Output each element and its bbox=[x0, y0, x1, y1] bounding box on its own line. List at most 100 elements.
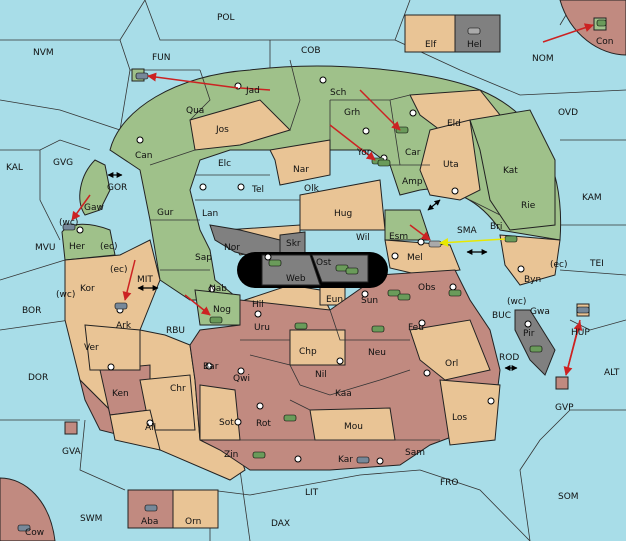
label-pir: Pir bbox=[523, 329, 535, 339]
label-sma: SMA bbox=[457, 226, 477, 236]
label-kaa: Kaa bbox=[335, 389, 352, 399]
label-nor: Nor bbox=[224, 243, 240, 253]
label-rod: ROD bbox=[499, 353, 519, 363]
label-qwi: Qwi bbox=[233, 374, 250, 384]
label-ark: Ark bbox=[116, 321, 132, 331]
label-can: Can bbox=[135, 151, 153, 161]
label-esm: Esm bbox=[389, 232, 408, 242]
label-gaw: Gaw bbox=[84, 203, 104, 213]
label-hil: Hil bbox=[252, 300, 264, 310]
label-obs: Obs bbox=[418, 283, 436, 293]
label-rie: Rie bbox=[521, 201, 536, 211]
label-orl: Orl bbox=[445, 359, 458, 369]
label-gor: GOR bbox=[107, 183, 127, 193]
label-lan: Lan bbox=[202, 209, 218, 219]
label-orn: Orn bbox=[185, 517, 201, 527]
label-ver: Ver bbox=[84, 343, 99, 353]
label-hug: Hug bbox=[334, 209, 352, 219]
label-tel: Tel bbox=[251, 185, 264, 195]
label-rbu: RBU bbox=[166, 326, 185, 336]
label-jad: Jad bbox=[245, 86, 260, 96]
coast-labels: (wc) (ec) (ec) (wc) (ec) (wc) bbox=[56, 218, 568, 307]
label-uta: Uta bbox=[443, 160, 459, 170]
label-ovd: OVD bbox=[558, 108, 578, 118]
label-dor: DOR bbox=[28, 373, 48, 383]
label-nil: Nil bbox=[315, 370, 327, 380]
label-nar: Nar bbox=[293, 165, 309, 175]
label-los: Los bbox=[452, 413, 467, 423]
support-arrow bbox=[439, 238, 506, 247]
label-byn: Byn bbox=[524, 275, 541, 285]
label-eun: Eun bbox=[326, 295, 343, 305]
label-bor: BOR bbox=[22, 306, 41, 316]
label-grh: Grh bbox=[344, 108, 360, 118]
label-feu: Feu bbox=[408, 323, 424, 333]
label-nom: NOM bbox=[532, 54, 554, 64]
label-chp: Chp bbox=[299, 347, 317, 357]
label-gvg: GVG bbox=[53, 158, 73, 168]
label-hel: Hel bbox=[467, 40, 482, 50]
label-eld: Eld bbox=[447, 119, 461, 129]
label-buc: BUC bbox=[492, 311, 511, 321]
label-skr: Skr bbox=[286, 239, 301, 249]
label-con: Con bbox=[596, 37, 614, 47]
label-aba: Aba bbox=[141, 517, 158, 527]
label-yor: Yor bbox=[356, 148, 371, 158]
label-tei: TEI bbox=[589, 259, 604, 269]
label-pol: POL bbox=[217, 13, 235, 23]
label-wc-gaw: (wc) bbox=[59, 218, 78, 228]
label-chr: Chr bbox=[170, 384, 186, 394]
label-swm: SWM bbox=[80, 514, 102, 524]
label-mel: Mel bbox=[407, 253, 423, 263]
label-ken: Ken bbox=[112, 389, 129, 399]
label-zin: Zin bbox=[224, 450, 238, 460]
label-bri: Bri bbox=[490, 222, 502, 232]
label-nab: Nab bbox=[209, 284, 227, 294]
label-ail: Ail bbox=[145, 423, 156, 433]
label-uru: Uru bbox=[254, 323, 270, 333]
label-qua: Qua bbox=[186, 106, 204, 116]
label-sch: Sch bbox=[330, 88, 346, 98]
label-sot: Sot bbox=[219, 418, 234, 428]
label-elc: Elc bbox=[218, 159, 231, 169]
label-hup: HUP bbox=[571, 328, 590, 338]
label-mit: MIT bbox=[137, 275, 153, 285]
sea-labels: POL NVM FUN COB NOM OVD KAL GVG KAM GOR … bbox=[6, 13, 620, 529]
label-web: Web bbox=[286, 274, 306, 284]
order-arrows bbox=[71, 23, 594, 376]
label-gva: GVA bbox=[62, 447, 82, 457]
label-lit: LIT bbox=[305, 488, 319, 498]
label-kam: KAM bbox=[582, 193, 602, 203]
inner-borders bbox=[149, 59, 501, 441]
label-wc-gwa: (wc) bbox=[507, 297, 526, 307]
label-wc-kor: (wc) bbox=[56, 290, 75, 300]
label-alt: ALT bbox=[604, 368, 620, 378]
canal-markers bbox=[107, 172, 518, 371]
label-ec-her: (ec) bbox=[100, 242, 118, 252]
label-cow: Cow bbox=[25, 528, 44, 538]
label-sam: Sam bbox=[405, 448, 425, 458]
label-kar: Kar bbox=[338, 455, 353, 465]
label-gwa: Gwa bbox=[530, 307, 550, 317]
label-ost: Ost bbox=[316, 258, 332, 268]
label-gvp: GVP bbox=[555, 403, 574, 413]
label-car: Car bbox=[405, 148, 421, 158]
label-mou: Mou bbox=[344, 422, 363, 432]
label-sun: Sun bbox=[361, 296, 378, 306]
central-passage bbox=[237, 252, 388, 288]
label-jos: Jos bbox=[215, 125, 229, 135]
label-olk: Olk bbox=[304, 184, 320, 194]
label-sap: Sap bbox=[195, 253, 212, 263]
label-nog: Nog bbox=[213, 305, 231, 315]
label-bar: Bar bbox=[203, 362, 219, 372]
label-cob: COB bbox=[301, 46, 321, 56]
land-regions bbox=[61, 65, 562, 481]
label-ec-kor: (ec) bbox=[110, 265, 128, 275]
label-neu: Neu bbox=[368, 348, 386, 358]
label-mvu: MVU bbox=[35, 243, 56, 253]
label-fun: FUN bbox=[152, 53, 171, 63]
label-ec-byn: (ec) bbox=[550, 260, 568, 270]
label-kat: Kat bbox=[503, 166, 518, 176]
